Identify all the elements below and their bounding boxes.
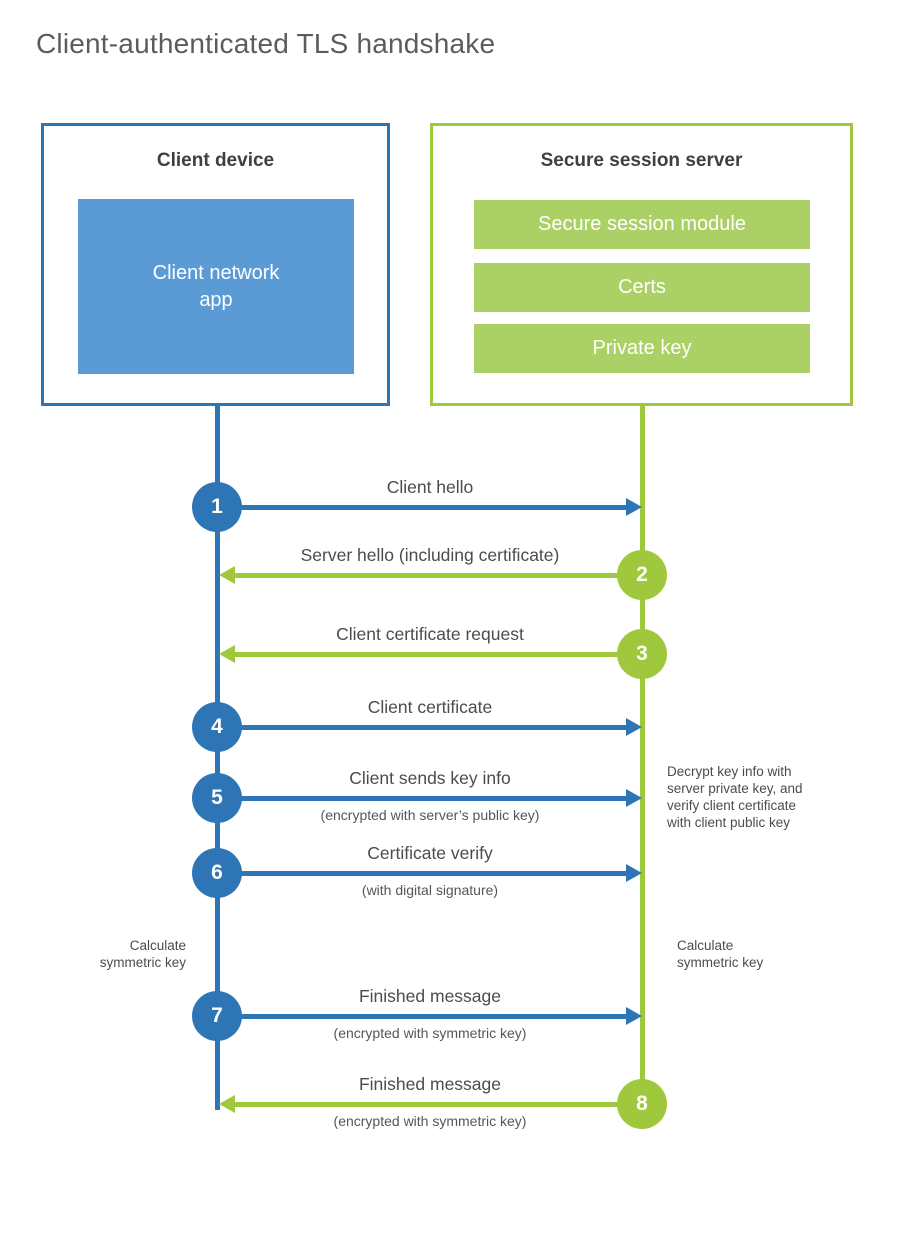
message-arrow-line xyxy=(228,870,626,876)
step-number-badge: 5 xyxy=(192,773,242,823)
message-arrow-head xyxy=(219,645,235,663)
server-module-certs: Certs xyxy=(474,263,810,312)
client-lifeline xyxy=(215,405,220,1110)
step-number-badge: 4 xyxy=(192,702,242,752)
step-number-badge: 7 xyxy=(192,991,242,1041)
decrypt-key-note: Decrypt key info with server private key… xyxy=(667,764,803,830)
message-label: Finished message xyxy=(358,986,502,1006)
message-arrow-line xyxy=(228,795,626,801)
message-label: Server hello (including certificate) xyxy=(300,545,560,565)
message-arrow-head xyxy=(626,789,642,807)
message-sublabel: (encrypted with server’s public key) xyxy=(320,807,540,823)
server-lifeline xyxy=(640,405,645,1104)
message-sublabel: (encrypted with symmetric key) xyxy=(333,1113,527,1129)
message-arrow-head xyxy=(626,718,642,736)
server-module-private-key: Private key xyxy=(474,324,810,373)
server-module-secure-session: Secure session module xyxy=(474,200,810,249)
message-arrow-line xyxy=(234,1101,620,1107)
client-device-title: Client device xyxy=(156,150,275,171)
calculate-symmetric-key-note-server: Calculate symmetric key xyxy=(677,938,764,970)
step-number-badge: 1 xyxy=(192,482,242,532)
message-arrow-line xyxy=(234,651,620,657)
message-label: Client sends key info xyxy=(349,768,511,788)
message-label: Certificate verify xyxy=(367,843,493,863)
message-arrow-line xyxy=(228,1013,626,1019)
message-arrow-line xyxy=(234,572,620,578)
message-arrow-head xyxy=(626,498,642,516)
message-label: Client hello xyxy=(386,477,474,497)
message-arrow-line xyxy=(228,504,626,510)
step-number-badge: 2 xyxy=(617,550,667,600)
message-label: Finished message xyxy=(358,1074,502,1094)
message-arrow-head xyxy=(219,1095,235,1113)
secure-session-server-title: Secure session server xyxy=(540,150,743,171)
message-arrow-head xyxy=(626,864,642,882)
page-title: Client-authenticated TLS handshake xyxy=(36,28,496,59)
message-label: Client certificate xyxy=(367,697,493,717)
message-arrow-head xyxy=(219,566,235,584)
message-label: Client certificate request xyxy=(336,624,524,644)
step-number-badge: 8 xyxy=(617,1079,667,1129)
calculate-symmetric-key-note-client: Calculate symmetric key xyxy=(99,938,186,970)
message-arrow-line xyxy=(228,724,626,730)
client-network-app-box: Client network app xyxy=(78,199,354,374)
message-sublabel: (encrypted with symmetric key) xyxy=(333,1025,527,1041)
step-number-badge: 6 xyxy=(192,848,242,898)
message-sublabel: (with digital signature) xyxy=(361,882,499,898)
step-number-badge: 3 xyxy=(617,629,667,679)
message-arrow-head xyxy=(626,1007,642,1025)
